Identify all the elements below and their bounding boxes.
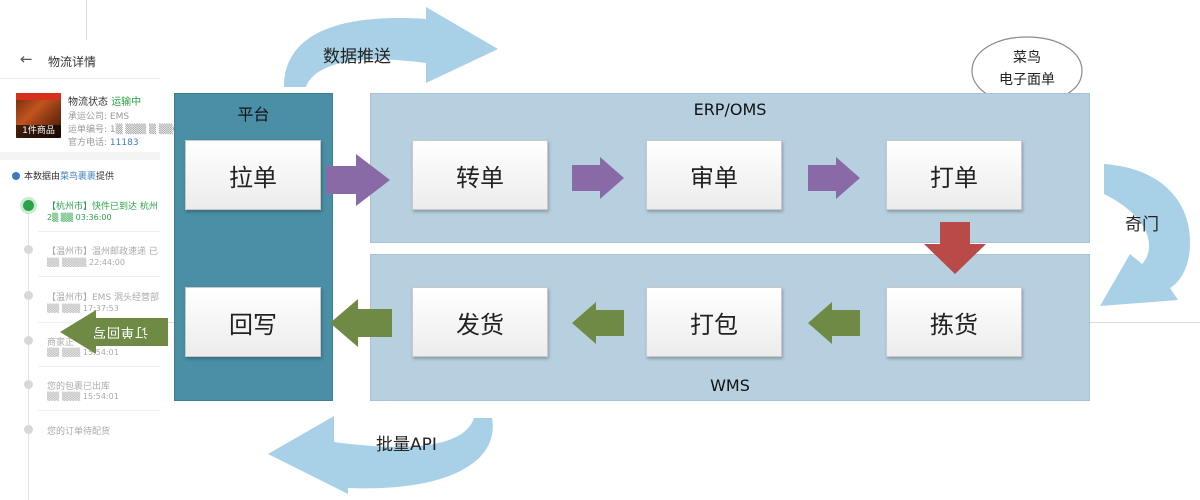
status-row: 物流状态 运输中 bbox=[68, 93, 141, 108]
callout-line-1: 菜鸟 bbox=[1013, 50, 1041, 66]
convert-to-review-arrow bbox=[572, 157, 624, 199]
timeline-dot bbox=[24, 380, 33, 389]
callout-line-2: 电子面单 bbox=[999, 72, 1055, 88]
status-label: 物流状态 bbox=[68, 97, 108, 108]
timeline-dot-active bbox=[23, 200, 34, 211]
timeline-line bbox=[28, 200, 29, 500]
erp-oms-label: ERP/OMS bbox=[693, 100, 767, 119]
carrier-label: 承运公司: bbox=[68, 112, 108, 122]
wms-label: WMS bbox=[710, 376, 750, 395]
panel-header: ← 物流详情 bbox=[0, 40, 160, 79]
item-count-badge: 1件商品 bbox=[16, 125, 61, 138]
source-brand[interactable]: 菜鸟裹裹 bbox=[60, 172, 97, 182]
section-divider bbox=[0, 152, 160, 160]
back-arrow-icon[interactable]: ← bbox=[20, 50, 33, 68]
carrier-value: EMS bbox=[109, 112, 130, 122]
writeback-box: 回写 bbox=[185, 287, 321, 357]
convert-order-box: 转单 bbox=[412, 140, 548, 210]
timeline-time: ▒▒ ▒▒▒ 15:54:01 bbox=[47, 348, 119, 357]
pack-to-ship-arrow bbox=[572, 302, 624, 344]
timeline-divider bbox=[38, 366, 160, 367]
ship-to-writeback-arrow bbox=[330, 299, 392, 347]
cainiao-logo-icon bbox=[12, 172, 20, 180]
logistics-detail-panel: ← 物流详情 1件商品 物流状态 运输中 承运公司: EMS 运单编号: 1▒ … bbox=[0, 40, 178, 500]
review-to-print-arrow bbox=[808, 157, 860, 199]
batch-api-curved-arrow bbox=[268, 412, 500, 495]
source-prefix: 本数据由 bbox=[24, 172, 61, 182]
data-source-note: 本数据由菜鸟裹裹提供 bbox=[12, 169, 114, 182]
data-push-label: 数据推送 bbox=[323, 47, 391, 67]
timeline-dot bbox=[24, 425, 33, 434]
timeline-time: ▒▒ ▒▒▒ 15:54:01 bbox=[47, 392, 119, 401]
phone-label: 官方电话: bbox=[68, 138, 108, 148]
timeline-time: 2▒ ▒▒ 03:36:00 bbox=[47, 213, 112, 222]
timeline-divider bbox=[38, 410, 160, 411]
timeline-time: ▒▒ ▒▒▒ 17:37:53 bbox=[47, 304, 119, 313]
pack-box: 打包 bbox=[646, 287, 782, 357]
source-suffix: 提供 bbox=[96, 172, 115, 182]
review-order-box: 审单 bbox=[646, 140, 782, 210]
timeline-time: ▒▒ ▒▒▒▒ 22:44:00 bbox=[47, 258, 125, 267]
pull-order-box: 拉单 bbox=[185, 140, 321, 210]
timeline-dot bbox=[24, 291, 33, 300]
order-writeback-arrow: 订单回写 bbox=[60, 310, 168, 354]
tracking-value: 1▒ ▒▒▒ ▒ ▒▒6 bbox=[109, 125, 179, 135]
phone-value[interactable]: 11183 bbox=[109, 138, 139, 148]
print-to-pick-arrow bbox=[924, 222, 986, 274]
timeline-dot bbox=[24, 336, 33, 345]
status-value: 运输中 bbox=[111, 97, 142, 108]
qimen-curved-arrow bbox=[1090, 160, 1200, 310]
timeline-divider bbox=[38, 231, 160, 232]
pick-box: 拣货 bbox=[886, 287, 1022, 357]
pick-to-pack-arrow bbox=[808, 302, 860, 344]
timeline-divider bbox=[38, 276, 160, 277]
timeline-event: 商家正 bbox=[47, 338, 75, 348]
ship-box: 发货 bbox=[412, 287, 548, 357]
page-title: 物流详情 bbox=[48, 55, 97, 69]
thumbnail-banner bbox=[16, 93, 61, 100]
data-push-curved-arrow bbox=[276, 5, 506, 95]
tracking-label: 运单编号: bbox=[68, 125, 108, 135]
batch-api-label: 批量API bbox=[376, 435, 437, 455]
carrier-row: 承运公司: EMS bbox=[68, 109, 129, 122]
qimen-label: 奇门 bbox=[1125, 215, 1159, 235]
timeline-event: 您的包裹已出库 bbox=[47, 382, 111, 392]
platform-label: 平台 bbox=[237, 105, 270, 124]
timeline-event: 【杭州市】快件已到达 杭州 bbox=[47, 202, 158, 212]
timeline-event: 您的订单待配货 bbox=[47, 427, 111, 437]
callout-text: 菜鸟 电子面单 bbox=[970, 47, 1084, 91]
pull-to-convert-arrow bbox=[326, 154, 390, 206]
tracking-row: 运单编号: 1▒ ▒▒▒ ▒ ▒▒6 bbox=[68, 122, 178, 135]
order-writeback-label: 订单回写 bbox=[92, 324, 149, 339]
phone-row: 官方电话: 11183 bbox=[68, 135, 139, 148]
timeline-event: 【温州市】温州邮政速递 已 bbox=[47, 247, 158, 257]
product-thumbnail[interactable]: 1件商品 bbox=[16, 93, 61, 138]
print-order-box: 打单 bbox=[886, 140, 1022, 210]
timeline-event: 【温州市】EMS 洞头经营部 bbox=[47, 293, 160, 303]
timeline-dot bbox=[24, 245, 33, 254]
